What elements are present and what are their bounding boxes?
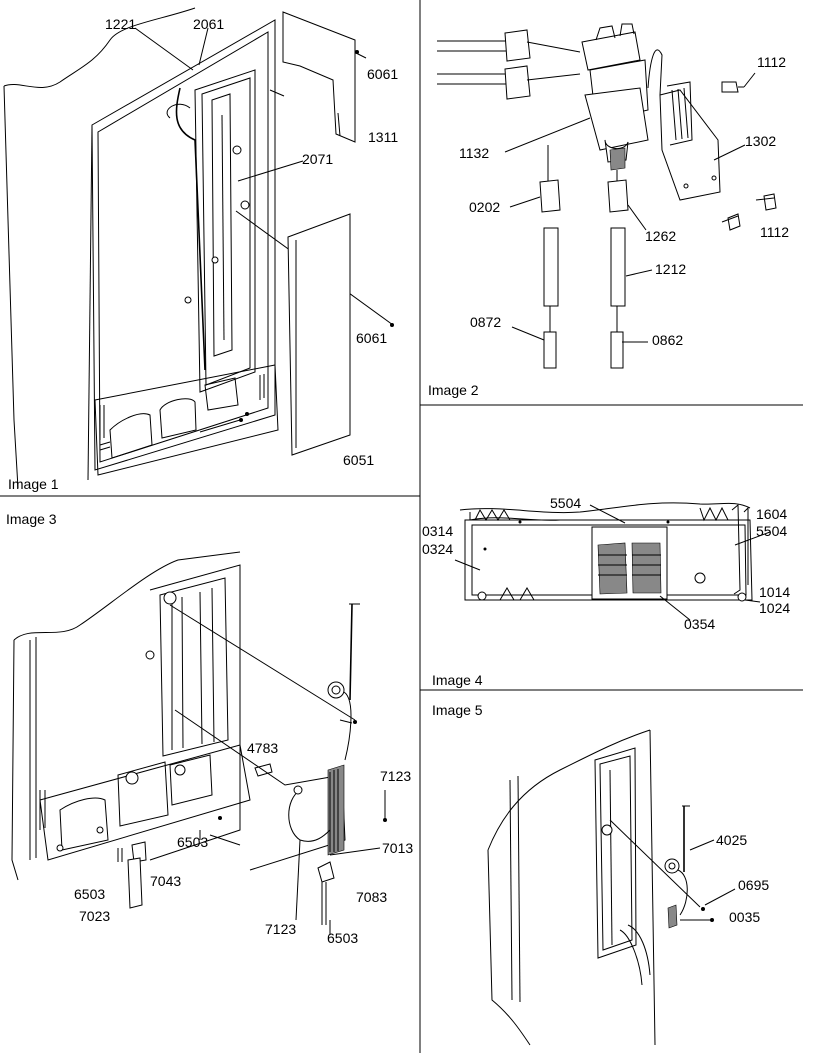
callout-0324: 0324 xyxy=(422,541,453,557)
callout-1112-bottom: 1112 xyxy=(760,224,789,240)
image4-labels: 5504 1604 5504 0314 0324 1014 1024 0354 … xyxy=(422,495,790,688)
image1-labels: 1221 2061 6061 1311 2071 6061 6051 Image… xyxy=(8,16,398,492)
image3-labels: 4783 7123 6503 7013 6503 7043 7083 7023 … xyxy=(6,511,413,946)
callout-1212: 1212 xyxy=(655,261,686,277)
callout-7043: 7043 xyxy=(150,873,181,889)
callout-6061-mid: 6061 xyxy=(356,330,387,346)
callout-1302: 1302 xyxy=(745,133,776,149)
callout-1221: 1221 xyxy=(105,16,136,32)
image2-drawing xyxy=(437,23,777,369)
callout-0872: 0872 xyxy=(470,314,501,330)
callout-2071: 2071 xyxy=(302,151,333,167)
callout-7023: 7023 xyxy=(79,908,110,924)
callout-7123-right: 7123 xyxy=(380,768,411,784)
callout-1604: 1604 xyxy=(756,506,787,522)
callout-1014: 1014 xyxy=(759,584,790,600)
callout-7083: 7083 xyxy=(356,889,387,905)
caption-image2: Image 2 xyxy=(428,382,479,398)
callout-0314: 0314 xyxy=(422,523,453,539)
callout-4025: 4025 xyxy=(716,832,747,848)
callout-0695: 0695 xyxy=(738,877,769,893)
callout-5504-top: 5504 xyxy=(550,495,581,511)
callout-2061: 2061 xyxy=(193,16,224,32)
image2-labels: 1112 1132 1302 0202 1262 1112 1212 0872 … xyxy=(428,54,789,398)
caption-image4: Image 4 xyxy=(432,672,483,688)
callout-6061-top: 6061 xyxy=(367,66,398,82)
callout-6503-mid: 6503 xyxy=(177,834,208,850)
image5-labels: 4025 0695 0035 Image 5 xyxy=(432,702,769,925)
callout-1132: 1132 xyxy=(459,145,489,161)
image1-drawing xyxy=(3,7,394,489)
image4-drawing xyxy=(454,502,771,621)
callout-6503-left: 6503 xyxy=(74,886,105,902)
callout-0354: 0354 xyxy=(684,616,715,632)
callout-4783: 4783 xyxy=(247,740,278,756)
image3-drawing xyxy=(11,551,387,935)
callout-0035: 0035 xyxy=(729,909,760,925)
callout-6503-bottom: 6503 xyxy=(327,930,358,946)
caption-image1: Image 1 xyxy=(8,476,59,492)
caption-image3: Image 3 xyxy=(6,511,57,527)
callout-7013: 7013 xyxy=(382,840,413,856)
callout-1024: 1024 xyxy=(759,600,790,616)
callout-5504-right: 5504 xyxy=(756,523,787,539)
callout-0862: 0862 xyxy=(652,332,683,348)
caption-image5: Image 5 xyxy=(432,702,483,718)
callout-1262: 1262 xyxy=(645,228,676,244)
callout-6051: 6051 xyxy=(343,452,374,468)
callout-7123-bottom: 7123 xyxy=(265,921,296,937)
callout-1112-top: 1112 xyxy=(757,54,786,70)
callout-0202: 0202 xyxy=(469,199,500,215)
image5-drawing xyxy=(487,729,736,1046)
callout-1311: 1311 xyxy=(368,129,398,145)
